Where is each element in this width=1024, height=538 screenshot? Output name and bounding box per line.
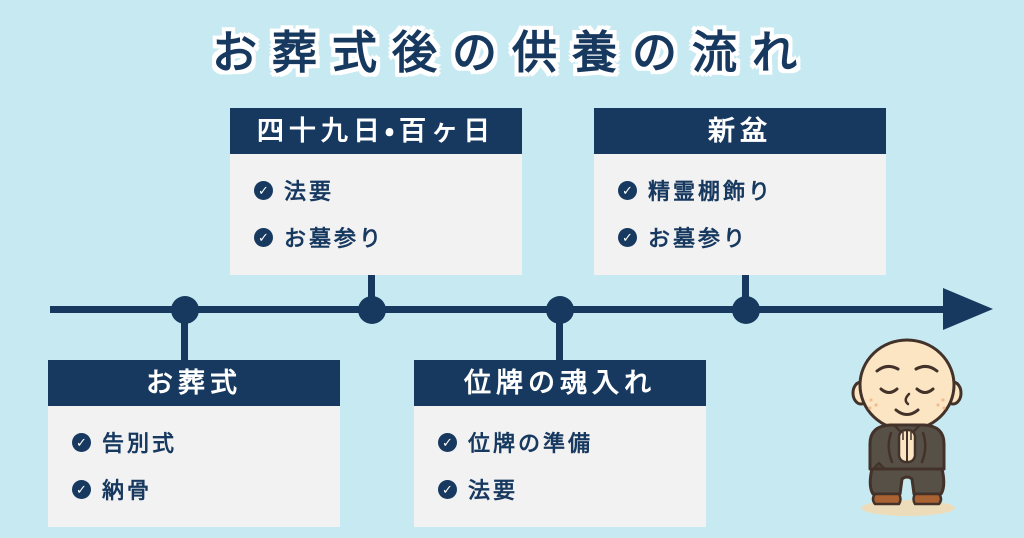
list-item: ✓ 告別式 [72,426,340,458]
list-item: ✓ 法要 [254,174,522,206]
check-icon: ✓ [438,479,457,499]
check-icon: ✓ [618,180,637,200]
card-title: お葬式 [48,360,340,406]
card-niibon: 新盆 ✓ 精霊棚飾り ✓ お墓参り [594,108,886,275]
check-icon: ✓ [438,432,457,452]
item-label: 法要 [468,478,519,503]
connector-niibon [742,266,749,310]
list-item: ✓ 納骨 [72,473,340,505]
card-body: ✓ 告別式 ✓ 納骨 [48,406,340,527]
item-label: 精霊棚飾り [648,179,774,204]
check-icon: ✓ [72,432,91,452]
check-icon: ✓ [254,180,273,200]
card-body: ✓ 位牌の準備 ✓ 法要 [414,406,706,527]
item-label: お墓参り [648,226,749,251]
check-icon: ✓ [618,227,637,247]
timeline-node-3 [546,296,574,324]
list-item: ✓ お墓参り [618,221,886,253]
page-title: お葬式後の供養の流れ [211,27,812,78]
card-ihai: 位牌の魂入れ ✓ 位牌の準備 ✓ 法要 [414,360,706,527]
card-title: 位牌の魂入れ [414,360,706,406]
item-label: 告別式 [102,431,178,456]
connector-funeral [181,310,188,362]
list-item: ✓ 位牌の準備 [438,426,706,458]
list-item: ✓ 法要 [438,473,706,505]
item-label: 法要 [284,179,335,204]
timeline-node-2 [358,296,386,324]
praying-monk-illustration [851,338,963,516]
timeline-node-1 [171,296,199,324]
item-label: 位牌の準備 [468,431,594,456]
connector-ihai [556,310,563,362]
item-label: お墓参り [284,226,385,251]
card-funeral: お葬式 ✓ 告別式 ✓ 納骨 [48,360,340,527]
timeline-arrowhead-icon [943,288,993,330]
card-49day-100day: 四十九日・百ヶ日 ✓ 法要 ✓ お墓参り [230,108,522,275]
card-title: 四十九日・百ヶ日 [230,108,522,154]
check-icon: ✓ [72,479,91,499]
card-body: ✓ 精霊棚飾り ✓ お墓参り [594,154,886,275]
connector-49day [368,266,375,310]
list-item: ✓ お墓参り [254,221,522,253]
check-icon: ✓ [254,227,273,247]
card-title: 新盆 [594,108,886,154]
timeline-node-4 [732,296,760,324]
item-label: 納骨 [102,478,153,503]
list-item: ✓ 精霊棚飾り [618,174,886,206]
timeline-line [50,306,950,313]
card-body: ✓ 法要 ✓ お墓参り [230,154,522,275]
